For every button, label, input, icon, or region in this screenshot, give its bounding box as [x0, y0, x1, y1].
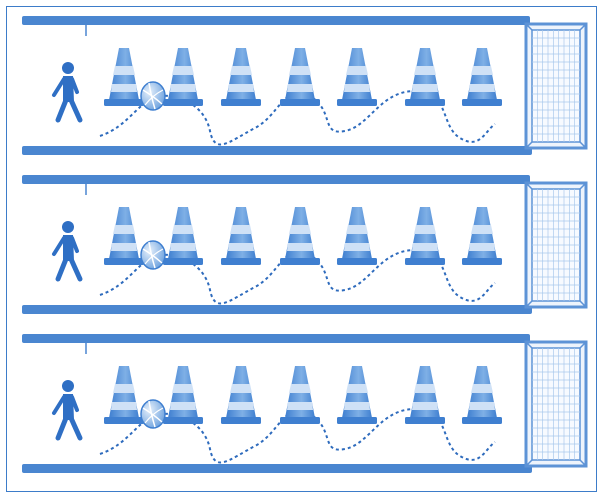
goal-net-icon: [526, 183, 586, 307]
goal-net-icon: [526, 342, 586, 466]
traffic-cone-icon: [405, 207, 445, 265]
traffic-cone-icon: [104, 207, 144, 265]
traffic-cone-icon: [462, 48, 502, 106]
walking-person-icon: [54, 221, 80, 279]
drill-lane-2: [22, 175, 586, 314]
traffic-cone-icon: [280, 366, 320, 424]
goal-net-icon: [526, 24, 586, 148]
traffic-cone-icon: [405, 48, 445, 106]
traffic-cone-icon: [337, 207, 377, 265]
drill-lane-1: [22, 16, 586, 155]
traffic-cone-icon: [163, 48, 203, 106]
traffic-cone-icon: [280, 207, 320, 265]
soccer-ball-icon: [141, 241, 165, 269]
traffic-cone-icon: [462, 207, 502, 265]
lane-top-bar: [22, 175, 530, 184]
lane-bottom-bar: [22, 146, 532, 155]
traffic-cone-icon: [280, 48, 320, 106]
soccer-ball-icon: [141, 82, 165, 110]
walking-person-icon: [54, 380, 80, 438]
traffic-cone-icon: [337, 366, 377, 424]
soccer-ball-icon: [141, 400, 165, 428]
traffic-cone-icon: [405, 366, 445, 424]
traffic-cone-icon: [104, 48, 144, 106]
lane-bottom-bar: [22, 464, 532, 473]
traffic-cone-icon: [163, 207, 203, 265]
traffic-cone-icon: [221, 366, 261, 424]
traffic-cone-icon: [221, 48, 261, 106]
lane-top-bar: [22, 334, 530, 343]
lane-top-bar: [22, 16, 530, 25]
traffic-cone-icon: [221, 207, 261, 265]
traffic-cone-icon: [337, 48, 377, 106]
drill-lane-3: [22, 334, 586, 473]
traffic-cone-icon: [104, 366, 144, 424]
traffic-cone-icon: [163, 366, 203, 424]
lane-bottom-bar: [22, 305, 532, 314]
traffic-cone-icon: [462, 366, 502, 424]
walking-person-icon: [54, 62, 80, 120]
